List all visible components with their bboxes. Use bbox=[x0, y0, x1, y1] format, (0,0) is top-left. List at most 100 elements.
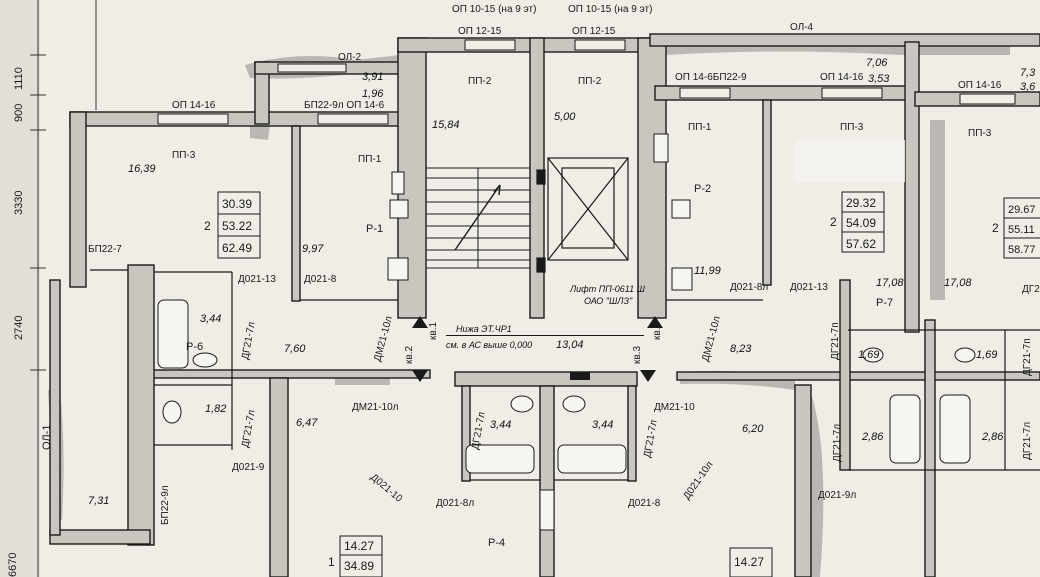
apt-left-v3: 62.49 bbox=[222, 241, 252, 255]
op-label-top-1: ОП 10-15 (на 9 эт) bbox=[452, 4, 536, 15]
door-dg21-7-right: ДГ21-7л bbox=[1022, 284, 1040, 295]
pp2-label-right: ПП-2 bbox=[578, 76, 602, 87]
area-6-47: 6,47 bbox=[296, 417, 318, 429]
riser-left bbox=[391, 171, 405, 195]
op14-16-label-far: ОП 14-16 bbox=[958, 80, 1002, 91]
ol2-label: ОЛ-2 bbox=[338, 52, 362, 63]
op-label-top-1b: ОП 12-15 bbox=[458, 26, 502, 37]
area-15-84: 15,84 bbox=[432, 119, 460, 131]
glare-spot bbox=[795, 140, 905, 182]
area-7-3: 7,3 bbox=[1020, 67, 1036, 79]
apartment-number-4: кв.4 bbox=[652, 322, 663, 340]
area-1-69-b: 1,69 bbox=[976, 349, 997, 361]
area-9-97: 9,97 bbox=[302, 243, 324, 255]
bp22-7-label: БП22-7 bbox=[88, 244, 122, 255]
apt-bl-v2: 34.89 bbox=[344, 559, 374, 573]
dimension-6670: 6670 bbox=[7, 553, 19, 577]
dimension-1110: 1110 bbox=[13, 67, 25, 90]
door-d021-8-b: Д021-8 bbox=[628, 498, 661, 509]
plumbing-fixtures bbox=[157, 133, 976, 531]
washbasin-left bbox=[192, 352, 218, 368]
door-dg21-7l-f: ДГ21-7л bbox=[832, 424, 843, 462]
apartment-table-right: 2 29.32 54.09 57.62 bbox=[830, 191, 885, 253]
toilet-far-right bbox=[954, 347, 976, 363]
apt-bl-v1: 14.27 bbox=[344, 539, 374, 553]
door-dg21-7l-g: ДГ21-7л bbox=[1022, 422, 1033, 460]
pp1-label-left: ПП-1 bbox=[358, 154, 382, 165]
area-3-53: 3,53 bbox=[868, 73, 890, 85]
partitions bbox=[90, 269, 1040, 481]
riser-p6-label: Р-6 bbox=[186, 341, 203, 353]
windows bbox=[157, 39, 1016, 125]
toilet-center-left bbox=[510, 395, 534, 413]
apt-left-rooms: 2 bbox=[204, 219, 211, 233]
apt-far-v3: 58.77 bbox=[1008, 244, 1036, 256]
door-d021-8l: Д021-8л bbox=[730, 282, 768, 293]
door-dg21-7l-h: ДГ21-7п bbox=[1022, 338, 1033, 376]
op14-16-label-right: ОП 14-16 bbox=[820, 72, 864, 83]
niche-label-line2: см. в АС выше 0,000 bbox=[446, 340, 532, 350]
area-8-23: 8,23 bbox=[730, 343, 752, 355]
area-13-04: 13,04 bbox=[556, 339, 584, 351]
area-2-86-b: 2,86 bbox=[981, 431, 1004, 443]
dimension-900: 900 bbox=[13, 104, 25, 122]
area-3-91: 3,91 bbox=[362, 71, 383, 83]
area-7-06: 7,06 bbox=[866, 57, 888, 69]
apt-right-v3: 57.62 bbox=[846, 237, 876, 251]
bp22-9l-bottom-label: БП22-9л bbox=[160, 485, 171, 525]
area-3-6: 3,6 bbox=[1020, 81, 1036, 93]
lift-shaft bbox=[536, 157, 629, 273]
riser-bottom bbox=[539, 489, 555, 531]
ol1-label: ОЛ-1 bbox=[41, 425, 53, 450]
area-2-86-a: 2,86 bbox=[861, 431, 884, 443]
op-label-top-2b: ОП 12-15 bbox=[572, 26, 616, 37]
area-11-99: 11,99 bbox=[694, 265, 721, 277]
apartment-table-bottom-left: 1 14.27 34.89 bbox=[328, 535, 383, 577]
niche-label-line1: Нижа ЭТ.ЧР1 bbox=[456, 324, 512, 334]
apt-br-v1: 14.27 bbox=[734, 555, 764, 569]
apt-far-v2: 55.11 bbox=[1008, 224, 1035, 236]
sink-right bbox=[671, 267, 693, 291]
toilet-center-right bbox=[562, 395, 586, 413]
sink-left bbox=[387, 257, 409, 281]
door-d021-13-a: Д021-13 bbox=[238, 274, 276, 285]
stair-flight bbox=[425, 167, 531, 269]
riser-p2-label: Р-2 bbox=[694, 183, 711, 195]
area-6-20: 6,20 bbox=[742, 423, 764, 435]
apartment-number-3: кв.3 bbox=[632, 346, 643, 364]
area-17-08-b: 17,08 bbox=[944, 277, 972, 289]
apt-left-v1: 30.39 bbox=[222, 197, 252, 211]
lift-label-line2: ОАО "ШЛЗ" bbox=[584, 296, 633, 306]
pp3-label-left: ПП-3 bbox=[172, 150, 196, 161]
apt-right-v1: 29.32 bbox=[846, 196, 876, 210]
bathtub-right bbox=[889, 394, 921, 464]
bathtub-center-left bbox=[465, 444, 535, 474]
area-1-69-a: 1,69 bbox=[858, 349, 879, 361]
area-1-96: 1,96 bbox=[362, 88, 384, 100]
stove-right bbox=[671, 199, 691, 219]
bathtub-left bbox=[157, 299, 189, 369]
area-16-39: 16,39 bbox=[128, 163, 156, 175]
dimension-2740: 2740 bbox=[13, 316, 25, 340]
toilet-left bbox=[162, 400, 182, 424]
apartment-table-bottom-right: 14.27 bbox=[729, 547, 773, 577]
toilet-right bbox=[862, 347, 884, 363]
ol4-label: ОЛ-4 bbox=[790, 22, 814, 33]
door-dm21-10: ДМ21-10 bbox=[654, 402, 695, 413]
apt-right-rooms: 2 bbox=[830, 215, 837, 229]
area-1-82: 1,82 bbox=[205, 403, 226, 415]
dimension-3330: 3330 bbox=[13, 191, 25, 215]
dimension-chain-left bbox=[30, 0, 97, 577]
apt-right-v2: 54.09 bbox=[846, 216, 876, 230]
op14-6-bp22-9-label: ОП 14-6БП22-9 bbox=[675, 72, 747, 83]
apt-left-v2: 53.22 bbox=[222, 219, 252, 233]
riser-right bbox=[653, 133, 669, 163]
area-3-44: 3,44 bbox=[200, 313, 221, 325]
door-dm21-10l-c: ДМ21-10л bbox=[352, 402, 399, 413]
door-dg21-7l-e: ДГ21-7п bbox=[830, 322, 841, 360]
door-d021-9l: Д021-9л bbox=[818, 490, 856, 501]
area-7-60: 7,60 bbox=[284, 343, 306, 355]
level-markers bbox=[412, 316, 663, 382]
riser-p4-label: Р-4 bbox=[488, 537, 505, 549]
